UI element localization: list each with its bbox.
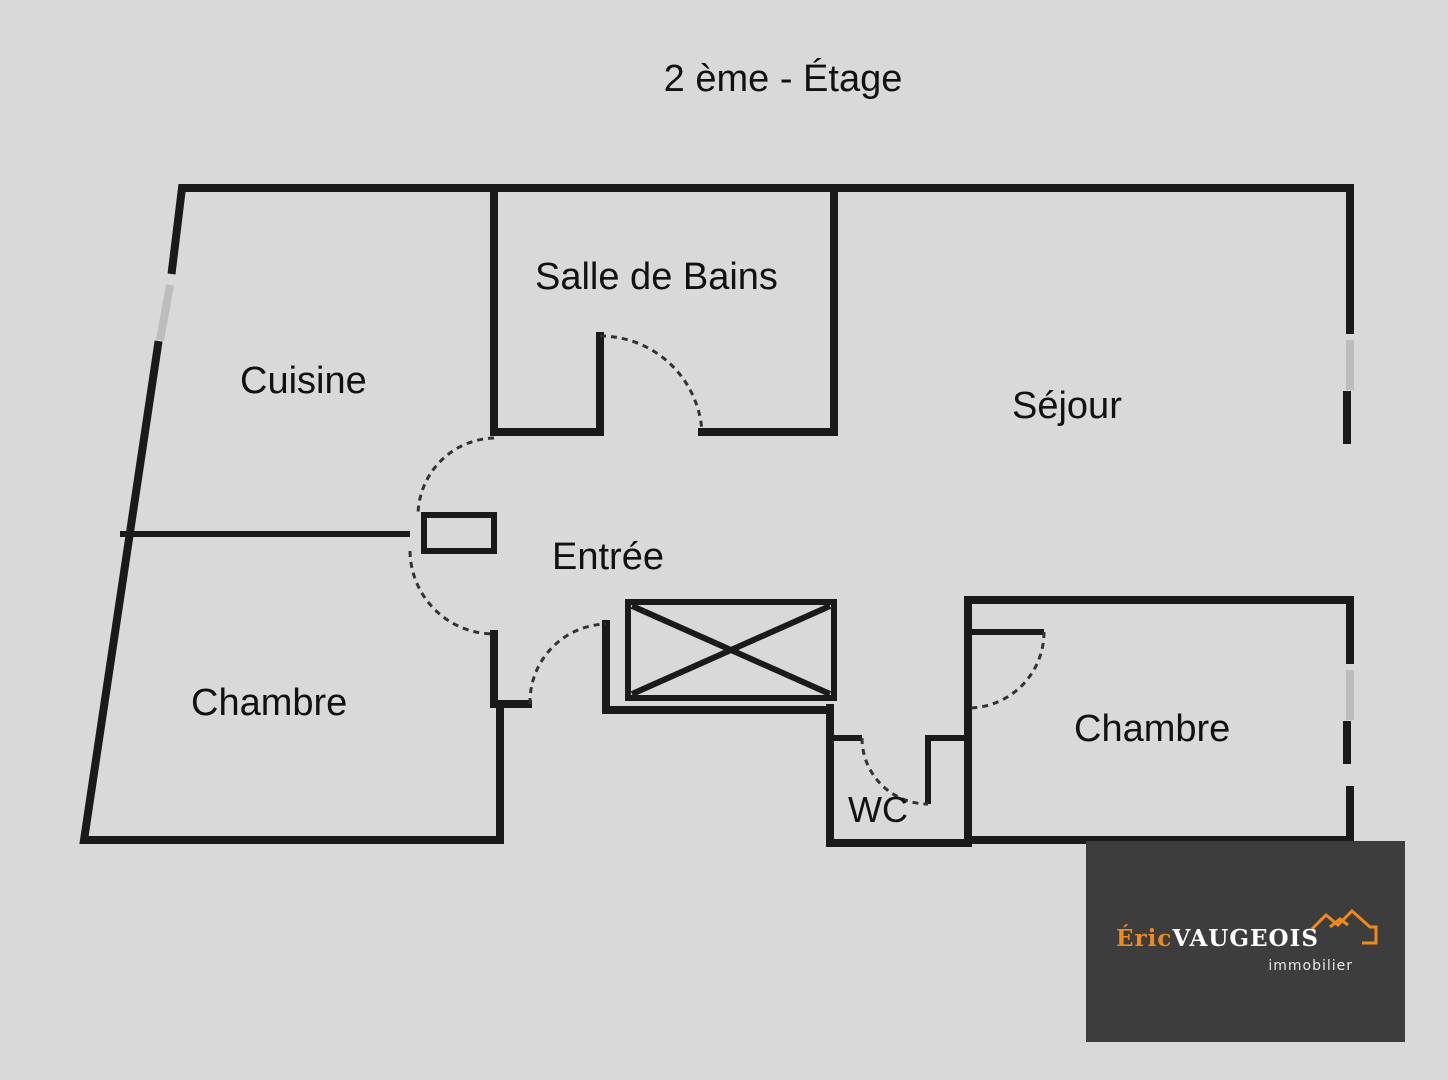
houses-roof-icon xyxy=(1310,908,1378,945)
room-label-sejour: Séjour xyxy=(1012,385,1122,427)
kitchen-door-swing xyxy=(416,436,495,516)
interior-walls xyxy=(120,188,1044,804)
bathroom-door-swing xyxy=(599,334,704,433)
wc-inner-wall xyxy=(925,735,966,804)
room-label-chambre-right: Chambre xyxy=(1074,708,1230,750)
room-label-cuisine: Cuisine xyxy=(240,360,367,402)
logo-last-name: VAUGEOIS xyxy=(1172,925,1319,952)
outer-walls xyxy=(79,184,1354,847)
agency-logo: ÉricVAUGEOIS immobilier xyxy=(1086,841,1405,1042)
right-wall-bottom xyxy=(966,786,1354,844)
bathroom-right-wall xyxy=(698,188,838,436)
left-bedroom-right-wall xyxy=(490,630,532,708)
wc-door-swing xyxy=(860,737,929,806)
divider-door-jamb xyxy=(421,512,497,554)
floor-title: 2 ème - Étage xyxy=(663,58,903,100)
bathroom-left-wall xyxy=(490,188,604,436)
left-bedroom-door-swing xyxy=(408,550,495,636)
windows xyxy=(156,284,1354,720)
left-slanted-wall xyxy=(79,340,504,844)
room-labels: Cuisine Salle de Bains Séjour Entrée Cha… xyxy=(191,256,1230,830)
stair-left-wall xyxy=(602,620,834,714)
room-label-entree: Entrée xyxy=(552,536,664,578)
room-label-wc: WC xyxy=(848,789,908,830)
room-label-salle-de-bains: Salle de Bains xyxy=(535,256,778,298)
window-left-top xyxy=(156,284,174,341)
right-bedroom-door-swing xyxy=(967,631,1046,710)
stairwell-box xyxy=(625,599,837,701)
room-label-chambre-left: Chambre xyxy=(191,682,347,724)
entrance-door-swing xyxy=(528,622,607,705)
bottom-middle-wall xyxy=(826,596,1349,847)
stairwell-cross-b xyxy=(630,603,832,697)
logo-subtitle: immobilier xyxy=(1268,958,1353,974)
top-wall xyxy=(167,184,1354,334)
logo-first-name: Éric xyxy=(1116,925,1173,952)
door-swings xyxy=(408,334,1046,806)
logo-name: ÉricVAUGEOIS xyxy=(1116,925,1319,952)
